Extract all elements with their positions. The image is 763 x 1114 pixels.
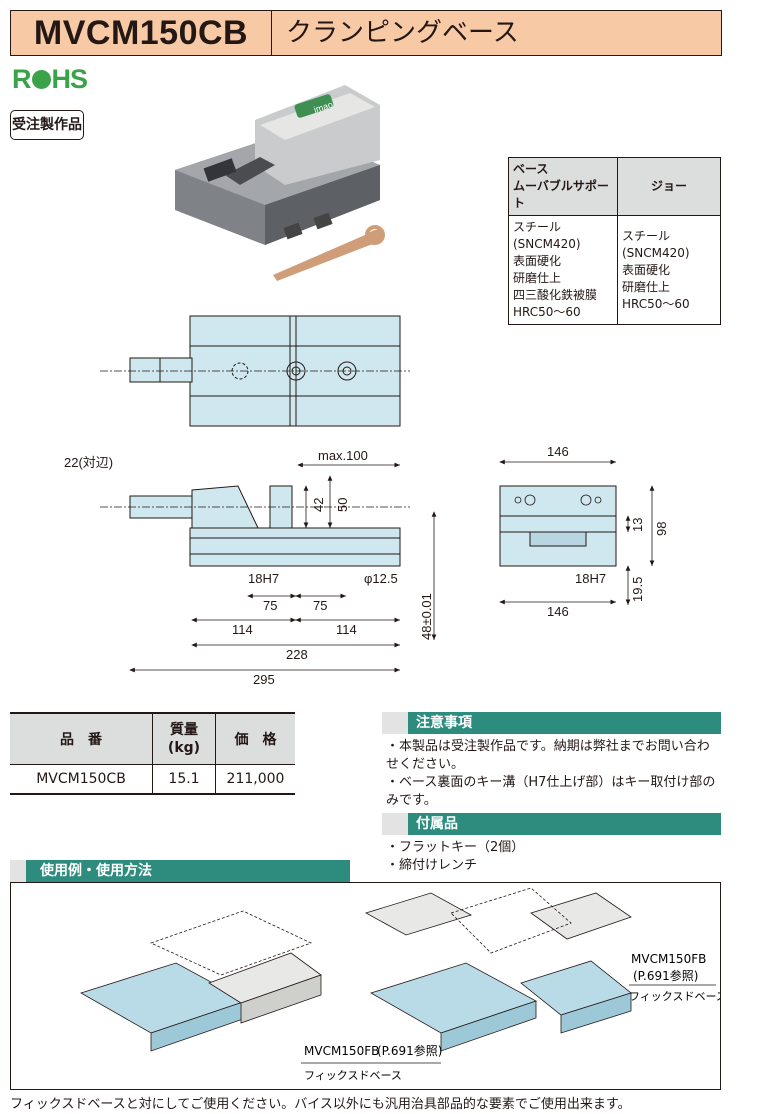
spec-header-weight: 質量 (kg) [152,712,216,765]
note-item: ・本製品は受注製作品です。納期は弊社までお問い合わせください。 [386,739,710,772]
material-line: HRC50～60 [513,305,581,319]
material-line: スチール(SNCM420) [622,229,690,260]
dim-max: max.100 [318,448,368,463]
notes-title: 注意事項 [416,715,472,731]
material-table: ベース ムーバブルサポート ジョー スチール(SNCM420) 表面硬化 研磨仕… [508,157,721,325]
material-base-cell: スチール(SNCM420) 表面硬化 研磨仕上 四三酸化鉄被膜 HRC50～60 [508,215,618,325]
dim-height: 48±0.01 [419,593,434,640]
spec-weight: 15.1 [152,764,216,795]
dim-18h7-side: 18H7 [248,571,279,586]
dim-18h7-front: 18H7 [575,571,606,586]
material-header-base: ベース ムーバブルサポート [508,157,618,216]
side-view [189,527,401,567]
dim-50: 50 [335,498,350,512]
dim-75-left: 75 [263,598,277,613]
usage-illustration: MVCM150FB (P.691参照) フィックスドベース MVCM150FB … [80,887,727,1082]
usage-label-sub: フィックスドベース [304,1069,402,1082]
model-number: MVCM150CB [11,11,272,55]
accessory-item: ・締付けレンチ [386,858,478,873]
dim-98: 98 [654,522,669,536]
spec-price: 211,000 [215,764,295,795]
material-line: HRC50～60 [622,297,690,311]
front-view [499,485,617,567]
title-bar: MVCM150CB クランピングベース [10,10,722,56]
material-jaw-cell: スチール(SNCM420) 表面硬化 研磨仕上 HRC50～60 [617,215,721,325]
material-line: スチール(SNCM420) [513,220,581,251]
table-row: MVCM150CB 15.1 211,000 [10,764,295,795]
made-to-order-badge: 受注製作品 [10,110,84,140]
usage-label2-ref: (P.691参照) [633,968,698,983]
usage-label-main: MVCM150FB [304,1044,379,1058]
product-name: クランピングベース [286,18,519,48]
usage-label-ref: (P.691参照) [377,1043,442,1058]
footer-note: フィックスドベースと対にしてご使用ください。バイス以外にも汎用治具部品的な要素で… [10,1097,631,1112]
dim-phi: φ12.5 [364,571,398,586]
spec-table: 品 番 質量 (kg) 価 格 MVCM150CB 15.1 211,000 [10,712,295,795]
product-photo: imao [175,85,385,281]
technical-drawing: 22(対辺) max.100 42 50 18H7 φ12.5 75 75 11… [64,315,669,687]
note-item: ・ベース裏面のキー溝（H7仕上げ部）はキー取付け部のみです。 [386,775,716,808]
material-header-jaw: ジョー [617,157,721,216]
dim-146-top: 146 [547,444,569,459]
dim-13: 13 [630,518,645,532]
material-line: 表面硬化 [622,263,671,277]
dim-146-bottom: 146 [547,604,569,619]
material-line: 研磨仕上 [622,280,671,294]
usage-illustration-box: MVCM150FB (P.691参照) フィックスドベース MVCM150FB … [10,882,727,1090]
dim-114-right: 114 [336,622,357,637]
material-line: 四三酸化鉄被膜 [513,288,598,302]
dim-75-right: 75 [313,598,327,613]
accessory-item: ・フラットキー（2個） [386,840,525,855]
accessories-title: 付属品 [416,816,458,832]
dim-295: 295 [253,672,275,687]
usage-title-bar: 使用例・使用方法 [10,860,350,882]
pencil-icon [382,712,408,734]
accessories-title-bar: 付属品 [382,813,721,835]
spec-header-part: 品 番 [10,712,153,765]
spec-header-price: 価 格 [215,712,295,765]
spec-part-number: MVCM150CB [10,764,153,795]
usage-label2-main: MVCM150FB [631,952,706,966]
notes-title-bar: 注意事項 [382,712,721,734]
dim-19-5: 19.5 [630,577,645,602]
material-line: 研磨仕上 [513,271,562,285]
dim-hex: 22(対辺) [64,455,113,470]
dim-42: 42 [311,498,326,512]
usage-label2-sub: フィックスドベース [629,990,720,1003]
wrench-image [273,229,384,281]
usage-title: 使用例・使用方法 [40,863,152,879]
dim-114-left: 114 [232,622,253,637]
dim-228: 228 [286,647,308,662]
material-line: 表面硬化 [513,254,562,268]
